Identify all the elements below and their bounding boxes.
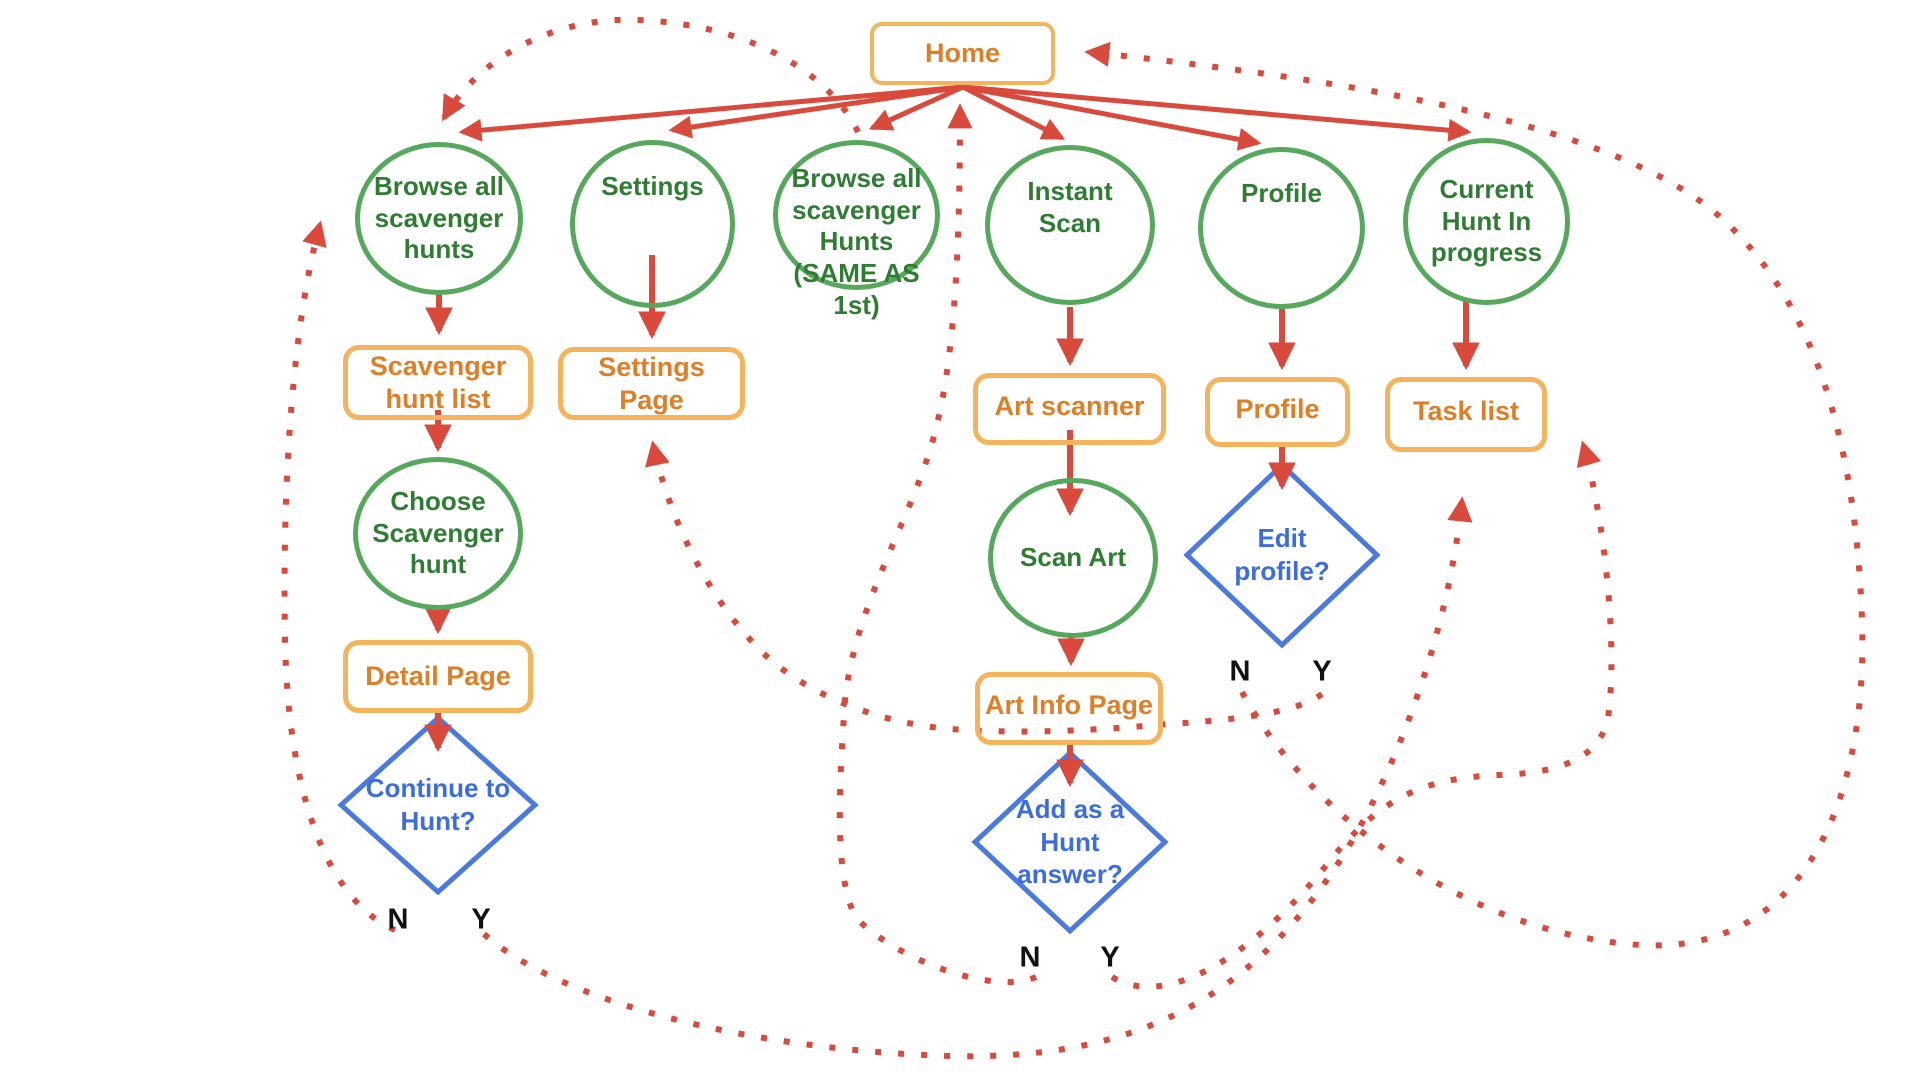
circle-browse-hunts: Browse all scavenger hunts (355, 142, 523, 295)
add-hunt-answer-no-label: N (1019, 941, 1041, 974)
box-detail-page: Detail Page (343, 640, 533, 713)
circle-profile: Profile (1198, 147, 1365, 309)
arrow-home-to-browse2 (868, 84, 965, 131)
circle-current-hunt-label: Current Hunt In progress (1430, 173, 1543, 268)
diamond-add-hunt-answer-shape (971, 749, 1169, 935)
diamond-continue-to-hunt-label: Continue to Hunt? (365, 773, 511, 836)
circle-scan-art-label: Scan Art (1020, 542, 1126, 573)
circle-browse-hunts-2: Browse all scavenger Hunts (SAME AS 1st) (773, 140, 940, 320)
continue-to-hunt-yes-label: Y (471, 903, 491, 936)
circle-choose-hunt: Choose Scavenger hunt (353, 457, 523, 610)
diamond-edit-profile-label: Edit profile? (1234, 523, 1330, 586)
box-scavenger-hunt-list-label: Scavenger hunt list (369, 350, 507, 414)
home-label: Home (924, 38, 1000, 69)
box-task-list: Task list (1385, 377, 1547, 452)
diamond-continue-to-hunt-shape (337, 714, 539, 896)
dotted-answer-yes-to-currenthunt (1110, 440, 1615, 990)
box-art-scanner: Art scanner (973, 373, 1166, 445)
circle-instant-scan: Instant Scan (985, 145, 1155, 305)
circle-choose-hunt-label: Choose Scavenger hunt (372, 485, 504, 580)
diamond-edit-profile-shape (1183, 461, 1381, 649)
dotted-editprofile-yes-to-settingspage (645, 440, 1324, 735)
arrow-home-to-settings (668, 84, 964, 139)
dotted-continue-no-to-browse (281, 220, 397, 933)
box-scavenger-hunt-list: Scavenger hunt list (343, 345, 533, 420)
circle-browse-hunts-label: Browse all scavenger hunts (373, 170, 505, 265)
arrow-home-to-profile (962, 84, 1262, 151)
box-settings-page: Settings Page (558, 347, 745, 420)
add-hunt-answer-yes-label: Y (1100, 941, 1120, 974)
dotted-editprofile-no-to-home (1084, 41, 1866, 949)
circle-settings: Settings (570, 140, 735, 308)
circle-current-hunt: Current Hunt In progress (1403, 138, 1570, 305)
box-settings-page-label: Settings Page (598, 351, 705, 415)
arrow-home-to-browse (458, 84, 964, 142)
arrow-home-to-instantscan (961, 84, 1066, 141)
dotted-same-as-first-link (441, 16, 861, 134)
box-art-scanner-label: Art scanner (994, 391, 1145, 421)
box-task-list-label: Task list (1412, 396, 1520, 426)
edit-profile-no-label: N (1229, 655, 1251, 688)
box-art-info-page-label: Art Info Page (984, 690, 1153, 720)
box-detail-page-label: Detail Page (365, 661, 511, 692)
diamond-add-hunt-answer-label: Add as a Hunt answer? (1015, 794, 1125, 889)
box-art-info-page: Art Info Page (975, 672, 1163, 745)
continue-to-hunt-no-label: N (387, 903, 409, 936)
circle-scan-art: Scan Art (988, 478, 1158, 638)
circle-browse-hunts-2-label: Browse all scavenger Hunts (SAME AS 1st) (791, 163, 922, 320)
box-profile-page: Profile (1205, 377, 1350, 447)
circle-instant-scan-label: Instant Scan (1027, 176, 1113, 238)
arrow-home-to-currenthunt (962, 84, 1472, 142)
home-node: Home (870, 22, 1055, 85)
box-profile-page-label: Profile (1235, 394, 1320, 424)
edit-profile-yes-label: Y (1312, 655, 1332, 688)
circle-settings-label: Settings (601, 171, 704, 201)
circle-profile-label: Profile (1241, 178, 1322, 208)
